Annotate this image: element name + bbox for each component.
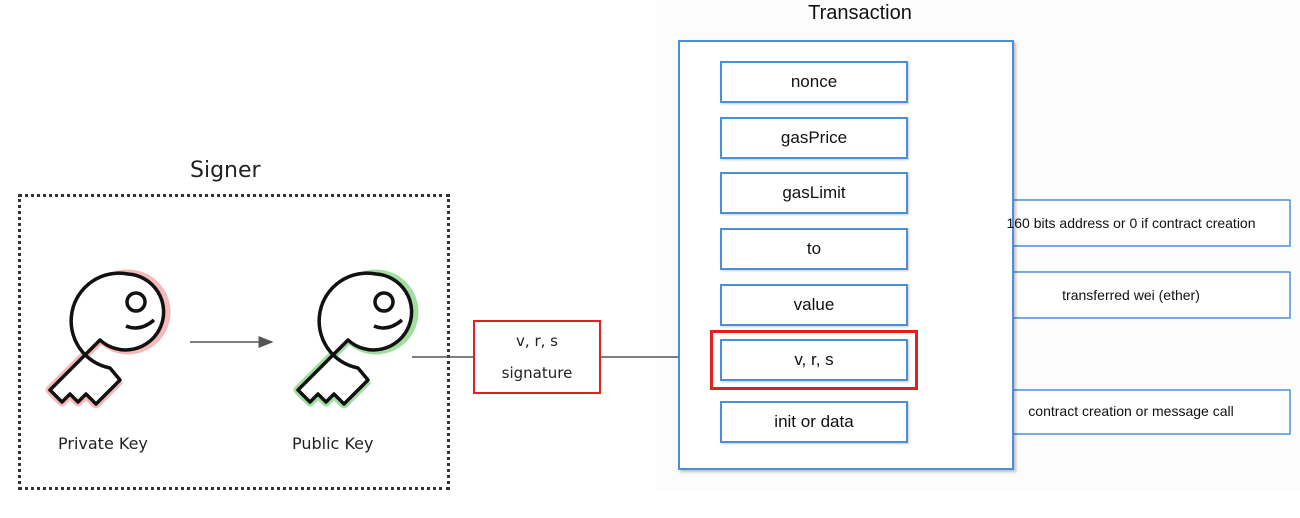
field-nonce: nonce	[720, 61, 908, 103]
callout-value-text: transferred wei (ether)	[1062, 287, 1200, 303]
callout-to-text: 160 bits address or 0 if contract creati…	[1006, 215, 1256, 231]
callout-init-text: contract creation or message call	[1028, 403, 1234, 419]
signature-vrs-text: v, r, s	[516, 332, 558, 350]
field-to: to	[720, 228, 908, 270]
private-key-icon	[45, 269, 171, 409]
signature-label: signature	[501, 364, 573, 382]
public-key-icon	[293, 269, 419, 409]
field-value: value	[720, 284, 908, 326]
signature-box: v, r, s signature	[473, 320, 601, 394]
field-vrs: v, r, s	[720, 339, 908, 381]
public-key-label: Public Key	[292, 434, 374, 453]
signer-group-box	[18, 194, 450, 490]
field-gas-price: gasPrice	[720, 117, 908, 159]
signer-title: Signer	[190, 158, 261, 183]
private-key-label: Private Key	[58, 434, 148, 453]
transaction-title: Transaction	[808, 2, 912, 24]
vrs-highlight-box	[710, 330, 918, 390]
field-init-or-data: init or data	[720, 401, 908, 443]
field-gas-limit: gasLimit	[720, 172, 908, 214]
